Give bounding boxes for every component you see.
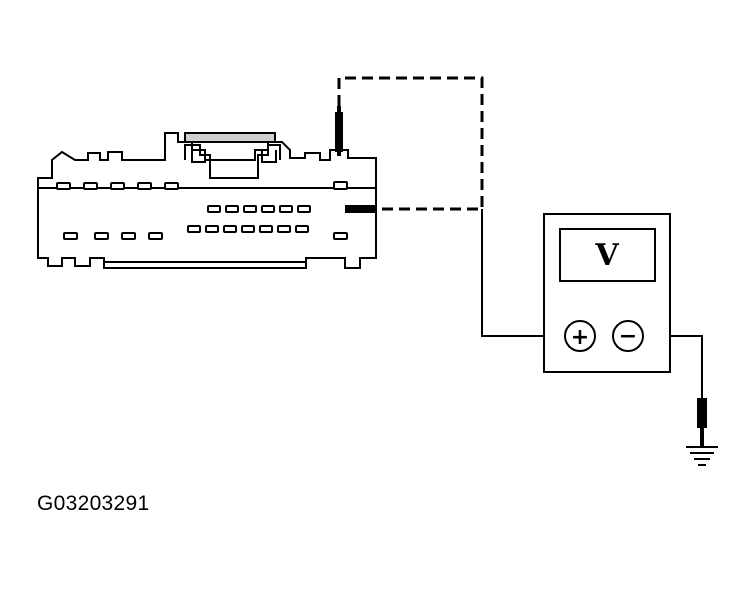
ground-icon: [686, 398, 718, 466]
positive-terminal: [564, 320, 596, 352]
probe-icon: [335, 106, 377, 213]
connector-icon: [37, 132, 377, 269]
negative-terminal: [612, 320, 644, 352]
meter-unit-label: V: [594, 238, 619, 273]
negative-symbol: −: [619, 324, 637, 349]
positive-symbol: +: [571, 325, 589, 350]
figure-id: G03203291: [37, 492, 150, 515]
voltmeter: V + −: [543, 213, 671, 373]
meter-display: [559, 228, 656, 282]
